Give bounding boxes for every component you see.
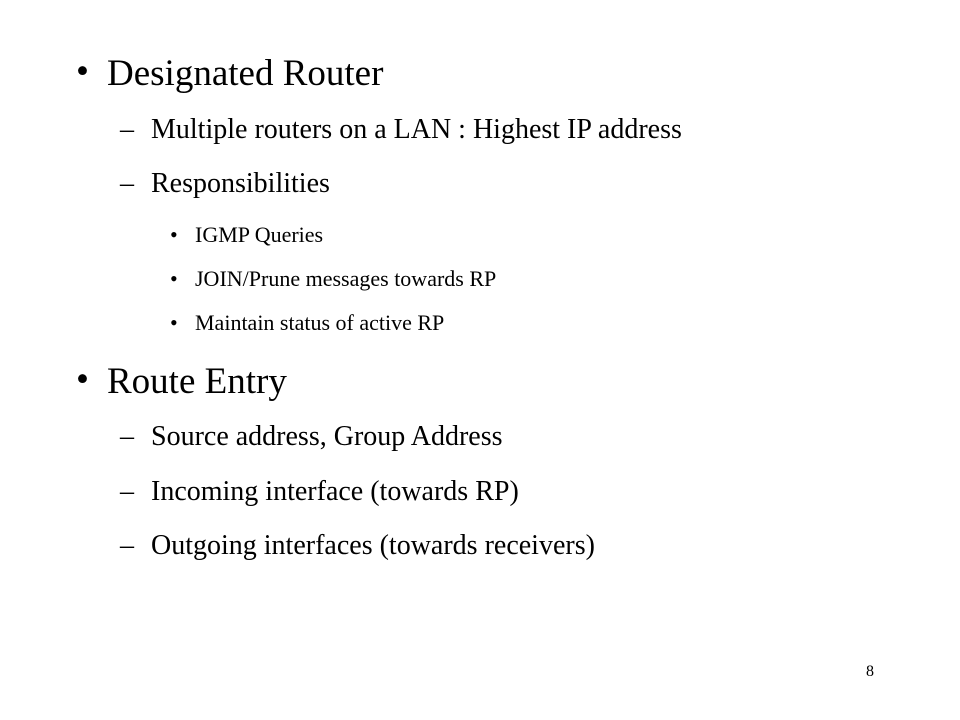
sub-bullet-marker: •: [170, 266, 178, 291]
list-item: Source address, Group Address: [151, 421, 503, 452]
list-item: Outgoing interfaces (towards receivers): [151, 530, 595, 561]
sub-list-item: Maintain status of active RP: [195, 310, 445, 335]
list-item: Responsibilities: [151, 168, 330, 199]
dash-marker: –: [120, 168, 134, 199]
bullet-marker: •: [76, 51, 89, 92]
bullet-marker: •: [76, 359, 89, 400]
dash-marker: –: [120, 476, 134, 507]
section-heading-route-entry: Route Entry: [107, 361, 287, 402]
section-heading-designated-router: Designated Router: [107, 53, 384, 94]
sub-list-item: IGMP Queries: [195, 222, 324, 247]
sub-list-item: JOIN/Prune messages towards RP: [195, 266, 497, 291]
sub-bullet-marker: •: [170, 222, 178, 247]
list-item: Incoming interface (towards RP): [151, 476, 519, 507]
sub-bullet-marker: •: [170, 310, 178, 335]
list-item: Multiple routers on a LAN : Highest IP a…: [151, 114, 682, 145]
page-number: 8: [866, 663, 874, 680]
dash-marker: –: [120, 114, 134, 145]
dash-marker: –: [120, 530, 134, 561]
dash-marker: –: [120, 421, 134, 452]
